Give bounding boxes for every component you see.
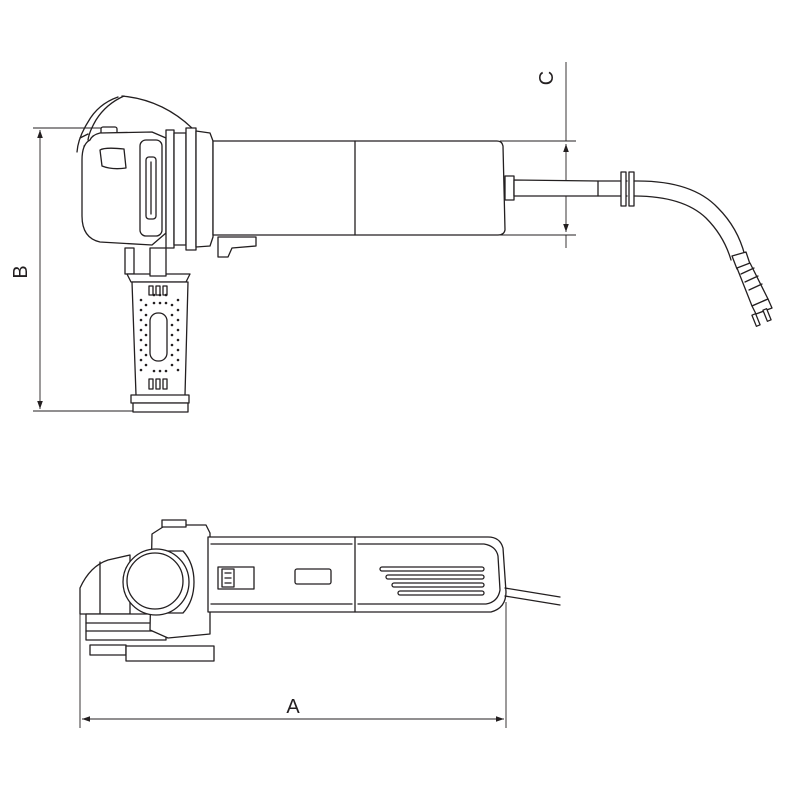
side-motor-body xyxy=(207,536,507,613)
vent-slots xyxy=(379,566,485,596)
dimension-label-a: A xyxy=(286,696,300,718)
handle-grip-dots xyxy=(139,293,180,373)
side-handle xyxy=(124,247,191,413)
side-view: A xyxy=(79,519,561,728)
side-guard xyxy=(79,554,215,662)
power-cord xyxy=(504,171,773,327)
dimension-c: C xyxy=(500,62,576,248)
lock-button[interactable] xyxy=(294,568,332,585)
dimension-a: A xyxy=(79,590,507,728)
side-cord xyxy=(504,587,561,606)
dimension-label-c: C xyxy=(536,71,558,85)
motor-housing xyxy=(212,140,506,258)
dimension-b: B xyxy=(10,127,136,412)
switch-button[interactable] xyxy=(217,566,255,590)
top-view: B C xyxy=(10,62,773,413)
dimension-label-b: B xyxy=(10,265,32,278)
gear-head xyxy=(81,127,214,251)
side-gear-housing xyxy=(122,519,211,639)
